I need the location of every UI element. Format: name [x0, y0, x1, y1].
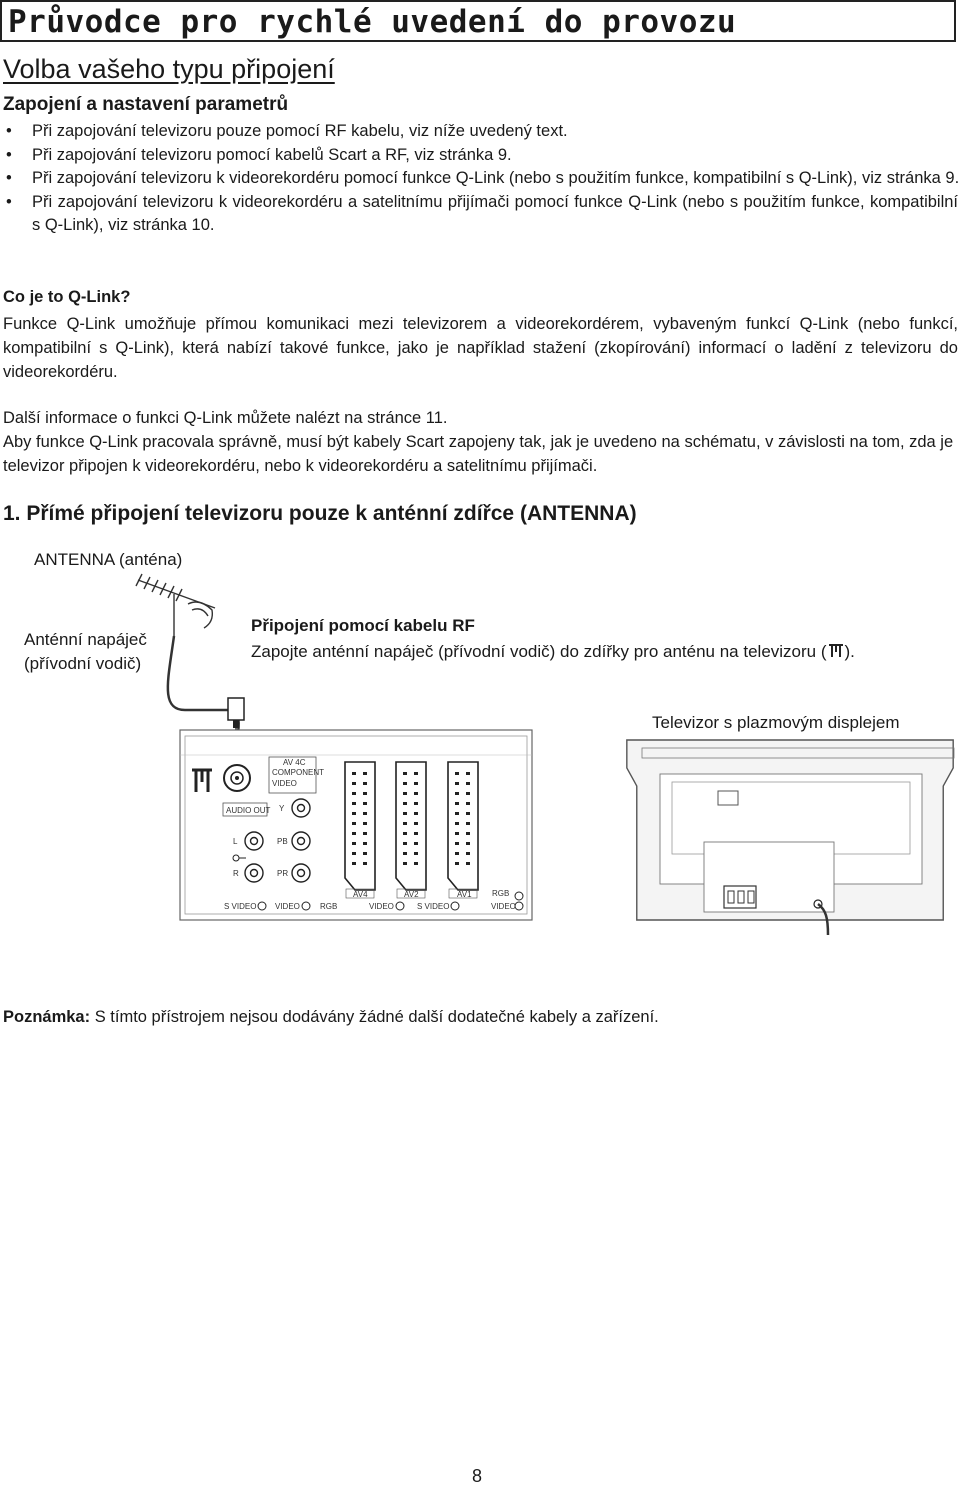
page-header-title: Průvodce pro rychlé uvedení do provozu — [8, 4, 737, 40]
panel-antenna-symbol — [192, 768, 212, 792]
list-item-text: Při zapojování televizoru pomocí kabelů … — [32, 145, 512, 164]
footnote-label: Poznámka: — [3, 1008, 91, 1026]
panel-label-y: Y — [279, 804, 285, 813]
panel-label-svideo: S VIDEO — [224, 902, 256, 911]
scart-socket — [447, 761, 479, 891]
panel-label-video4: VIDEO — [491, 902, 516, 911]
list-item: • Při zapojování televizoru k videorekord… — [0, 191, 960, 238]
bullet-icon: • — [6, 145, 12, 164]
step1-title: 1. Přímé připojení televizoru pouze k an… — [3, 502, 637, 525]
list-item: • Při zapojování televizoru pouze pomocí … — [0, 120, 960, 144]
rf-instruction-text: Zapojte anténní napáječ (přívodní vodič)… — [251, 642, 827, 661]
feeder-label-line2: (přívodní vodič) — [24, 654, 142, 673]
list-item: • Při zapojování televizoru k videorekord… — [0, 167, 960, 191]
bullet-icon: • — [6, 122, 12, 140]
antenna-icon — [135, 573, 216, 636]
list-item-text: Při zapojování televizoru k videorekordé… — [32, 192, 958, 235]
rf-instruction: Zapojte anténní napáječ (přívodní vodič)… — [251, 640, 855, 664]
panel-label-video2: VIDEO — [275, 902, 300, 911]
panel-label-av4: AV4 — [353, 890, 368, 899]
section-title: Volba vašeho typu připojení — [3, 54, 335, 84]
tv-antenna-cable — [817, 903, 830, 936]
scart-socket — [344, 761, 376, 891]
panel-label-l: L — [233, 837, 238, 846]
panel-label-r: R — [233, 869, 239, 878]
panel-label-av2: AV2 — [404, 890, 419, 899]
feeder-label-line1: Anténní napáječ — [24, 630, 147, 649]
list-item-text: Při zapojování televizoru pouze pomocí R… — [32, 122, 568, 140]
panel-label-av1: AV1 — [457, 890, 472, 899]
plasma-tv-rear-icon — [626, 739, 955, 921]
page-header-banner: Průvodce pro rychlé uvedení do provozu — [0, 0, 956, 42]
panel-label-pr: PR — [277, 869, 288, 878]
footnote: Poznámka: S tímto přístrojem nejsou dodá… — [3, 1008, 659, 1027]
antenna-plug — [227, 697, 245, 721]
rf-instruction-end: ). — [844, 642, 855, 661]
panel-label-video: VIDEO — [272, 779, 297, 788]
rf-title: Připojení pomocí kabelu RF — [251, 616, 475, 635]
footnote-text: S tímto přístrojem nejsou dodávány žádné… — [90, 1008, 659, 1026]
page-number: 8 — [472, 1466, 483, 1486]
qlink-more-info: Další informace o funkci Q-Link můžete n… — [3, 409, 448, 427]
rear-terminal-panel: AV 4C COMPONENT VIDEO AUDIO OUT Y L R PB… — [179, 729, 533, 921]
bullet-icon: • — [6, 169, 12, 187]
scart-socket — [395, 761, 427, 891]
panel-label-audio-out: AUDIO OUT — [226, 806, 271, 815]
qlink-heading: Co je to Q-Link? — [3, 288, 131, 306]
panel-label-av4c: AV 4C — [283, 758, 306, 767]
panel-label-rgb: RGB — [492, 889, 509, 898]
panel-label-svideo2: S VIDEO — [417, 902, 449, 911]
panel-label-rgb2: RGB — [320, 902, 337, 911]
panel-label-video3: VIDEO — [369, 902, 394, 911]
antenna-socket-icon — [828, 644, 843, 657]
list-item-text: Při zapojování televizoru k videorekordé… — [32, 169, 960, 187]
connection-diagram: AV 4C COMPONENT VIDEO AUDIO OUT Y L R PB… — [135, 573, 955, 936]
panel-label-pb: PB — [277, 837, 288, 846]
section-subtitle: Zapojení a nastavení parametrů — [3, 94, 289, 115]
qlink-scart-note: Aby funkce Q-Link pracovala správně, mus… — [3, 433, 954, 475]
antenna-label: ANTENNA (anténa) — [34, 550, 183, 569]
qlink-description: Funkce Q-Link umožňuje přímou komunikaci… — [3, 315, 958, 381]
tv-label: Televizor s plazmovým displejem — [652, 713, 900, 732]
connection-options-list: • Při zapojování televizoru pouze pomocí … — [0, 120, 960, 238]
list-item: • Při zapojování televizoru pomocí kabelů… — [0, 144, 960, 168]
bullet-icon: • — [6, 192, 12, 211]
panel-label-component: COMPONENT — [272, 768, 324, 777]
